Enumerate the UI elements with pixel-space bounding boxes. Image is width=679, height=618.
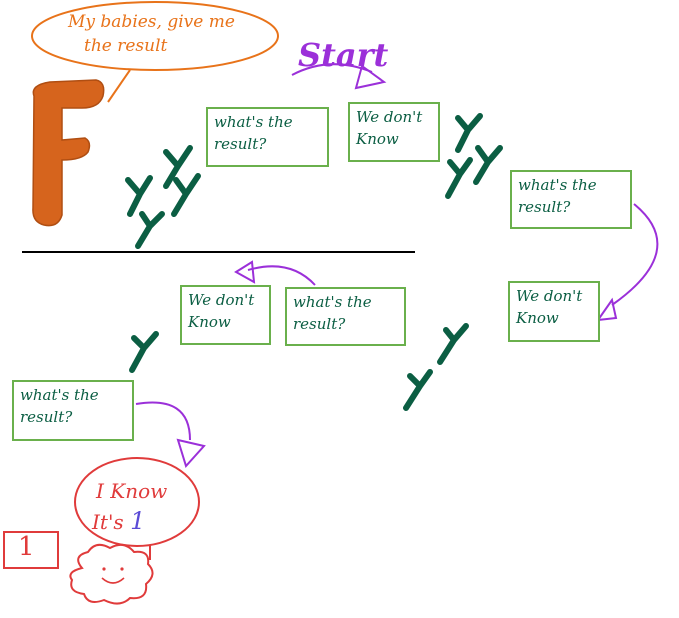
speech-line-2: the result — [84, 36, 168, 56]
answer-box-3: We don't Know — [180, 285, 271, 345]
result-box-text: 1 — [18, 532, 35, 562]
arrow-q2-a2-head — [595, 297, 618, 322]
question-box-3: what's the result? — [285, 287, 406, 346]
answer-bubble-shape — [74, 457, 200, 547]
speech-bubble-tail — [107, 69, 131, 103]
question-box-2-line-2: result? — [518, 198, 571, 216]
question-box-2-line-1: what's the — [518, 176, 597, 194]
question-box-4-line-2: result? — [20, 408, 73, 426]
kid-y-group-3 — [403, 323, 469, 411]
answer-line-2-prefix: It's — [92, 510, 124, 534]
answer-box-3-line-2: Know — [188, 313, 231, 331]
answer-box-1: We don't Know — [348, 102, 440, 162]
answer-box-1-line-1: We don't — [356, 108, 423, 126]
answer-box-2-line-2: Know — [516, 309, 559, 327]
letter-f-shape — [32, 79, 105, 227]
question-box-4-line-1: what's the — [20, 386, 99, 404]
cloud-eye-right — [120, 567, 124, 571]
answer-box-2: We don't Know — [508, 281, 600, 342]
question-box-2: what's the result? — [510, 170, 632, 229]
start-arrow-curve — [291, 63, 373, 76]
kid-y-group-2 — [445, 113, 503, 199]
arrow-q3-a3-curve — [247, 265, 316, 286]
question-box-1: what's the result? — [206, 107, 329, 167]
arrow-q2-a2-curve — [611, 203, 659, 306]
start-arrow-head — [354, 64, 387, 90]
speech-bubble-shape — [31, 1, 279, 71]
speech-bubble-text: My babies, give me the result — [68, 10, 258, 58]
kid-y-group-1 — [125, 145, 201, 249]
answer-box-1-line-2: Know — [356, 130, 399, 148]
question-box-4: what's the result? — [12, 380, 134, 441]
answer-bubble-text: I Know It's 1 — [92, 476, 192, 537]
question-box-3-line-1: what's the — [293, 293, 372, 311]
cloud-smile — [101, 577, 125, 584]
speech-line-1: My babies, give me — [68, 12, 235, 32]
result-box-shape — [3, 531, 59, 569]
answer-value: 1 — [130, 507, 146, 535]
question-box-3-line-2: result? — [293, 315, 346, 333]
question-box-1-line-2: result? — [214, 135, 267, 153]
answer-line-2: It's 1 — [92, 506, 192, 537]
answer-box-3-line-1: We don't — [188, 291, 255, 309]
arrow-q4-answer-curve — [135, 401, 191, 441]
arrow-q4-answer-head — [176, 438, 206, 468]
kid-y-group-4 — [129, 331, 159, 373]
answer-box-2-line-1: We don't — [516, 287, 583, 305]
question-box-1-line-1: what's the — [214, 113, 293, 131]
arrow-q3-a3-head — [234, 260, 256, 284]
cloud-eye-left — [102, 567, 106, 571]
cloud-icon — [69, 543, 154, 605]
start-label: Start — [298, 36, 389, 74]
answer-line-1: I Know — [96, 479, 168, 503]
